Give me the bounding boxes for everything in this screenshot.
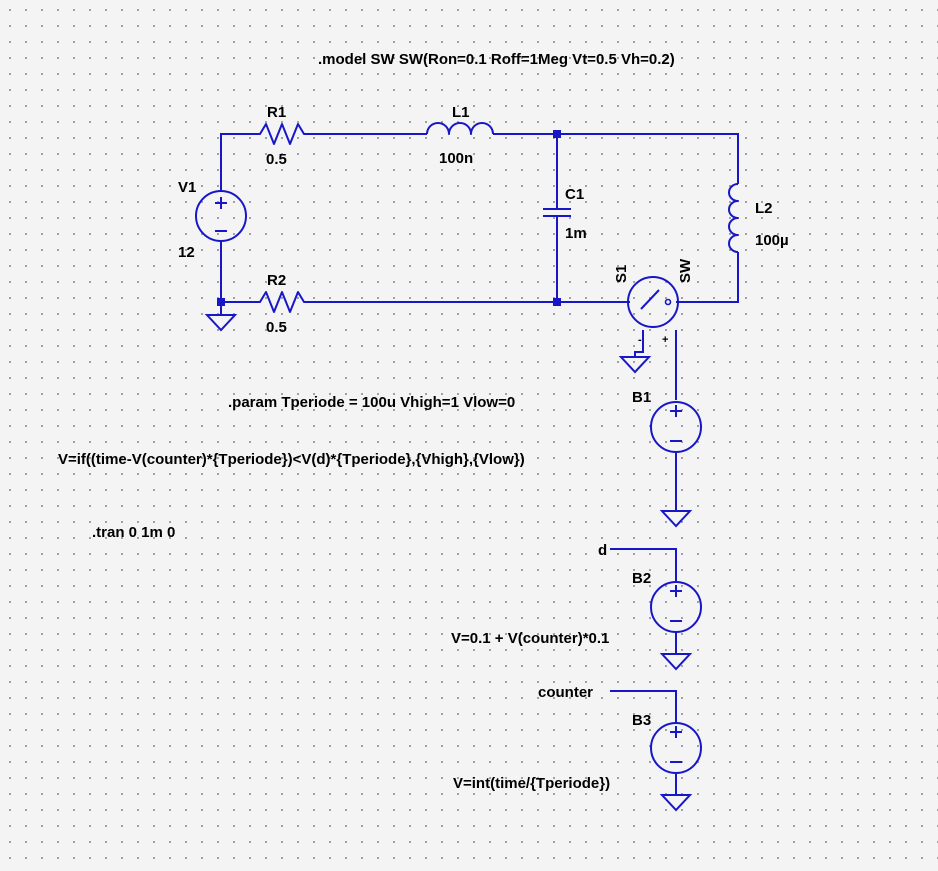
r2-name: R2 <box>267 272 286 289</box>
v1-name: V1 <box>178 179 196 196</box>
s1-blade <box>640 289 660 310</box>
r1-value: 0.5 <box>266 151 287 168</box>
plus-sign <box>670 405 682 417</box>
wire-s1-minus-gnd <box>634 330 644 357</box>
source-b2[interactable] <box>650 581 702 633</box>
b1-body <box>650 401 702 453</box>
v1-body <box>195 190 247 242</box>
r1-name: R1 <box>267 104 286 121</box>
wire-v1-top <box>220 133 250 191</box>
s1-contact <box>664 298 672 306</box>
source-b1[interactable] <box>650 401 702 453</box>
s1-body <box>627 276 679 328</box>
b2-body <box>650 581 702 633</box>
l2-name: L2 <box>755 200 773 217</box>
ground-symbol <box>659 794 693 812</box>
capacitor-c1[interactable] <box>543 208 571 217</box>
model-directive: .model SW SW(Ron=0.1 Roff=1Meg Vt=0.5 Vh… <box>318 51 675 68</box>
resistor-r2[interactable] <box>250 291 312 313</box>
r2-value: 0.5 <box>266 319 287 336</box>
plus-sign <box>670 726 682 738</box>
l1-name: L1 <box>452 104 470 121</box>
switch-s1[interactable] <box>627 276 679 328</box>
wire-l2-s1 <box>676 252 739 303</box>
wire-c1-l2-top <box>557 133 739 184</box>
wires <box>220 133 739 795</box>
source-v1[interactable] <box>195 190 247 242</box>
s1-model: SW <box>677 258 694 283</box>
b3-expression: V=int(time/{Tperiode}) <box>453 775 610 792</box>
b1-expression: V=if((time-V(counter)*{Tperiode})<V(d)*{… <box>58 451 525 468</box>
b3-body <box>650 722 702 774</box>
c1-name: C1 <box>565 186 584 203</box>
wire-net-counter <box>610 690 677 722</box>
inductor-l2[interactable] <box>728 183 739 253</box>
l1-value: 100n <box>439 150 473 167</box>
plus-sign <box>215 197 227 209</box>
param-directive: .param Tperiode = 100u Vhigh=1 Vlow=0 <box>228 394 515 411</box>
b3-name: B3 <box>632 712 651 729</box>
ground-symbol <box>659 510 693 528</box>
l2-value: 100µ <box>755 232 789 249</box>
junction-dot <box>553 298 561 306</box>
ground-symbol <box>618 356 652 374</box>
b2-expression: V=0.1 + V(counter)*0.1 <box>451 630 609 647</box>
resistor-r1[interactable] <box>250 123 312 145</box>
inductor-l1[interactable] <box>426 122 494 135</box>
b1-name: B1 <box>632 389 651 406</box>
tran-directive: .tran 0 1m 0 <box>92 524 175 541</box>
net-label-d: d <box>598 542 607 559</box>
junction-dot <box>217 298 225 306</box>
ground-symbol <box>204 314 238 332</box>
wire-net-d <box>610 548 677 581</box>
junction-dot <box>553 130 561 138</box>
s1-name: S1 <box>613 265 630 283</box>
s1-pin-minus: - <box>638 334 642 346</box>
b2-name: B2 <box>632 570 651 587</box>
ground-symbol <box>659 653 693 671</box>
s1-pin-plus: + <box>662 334 668 346</box>
c1-value: 1m <box>565 225 587 242</box>
v1-value: 12 <box>178 244 195 261</box>
plus-sign <box>670 585 682 597</box>
source-b3[interactable] <box>650 722 702 774</box>
net-label-counter: counter <box>538 684 593 701</box>
